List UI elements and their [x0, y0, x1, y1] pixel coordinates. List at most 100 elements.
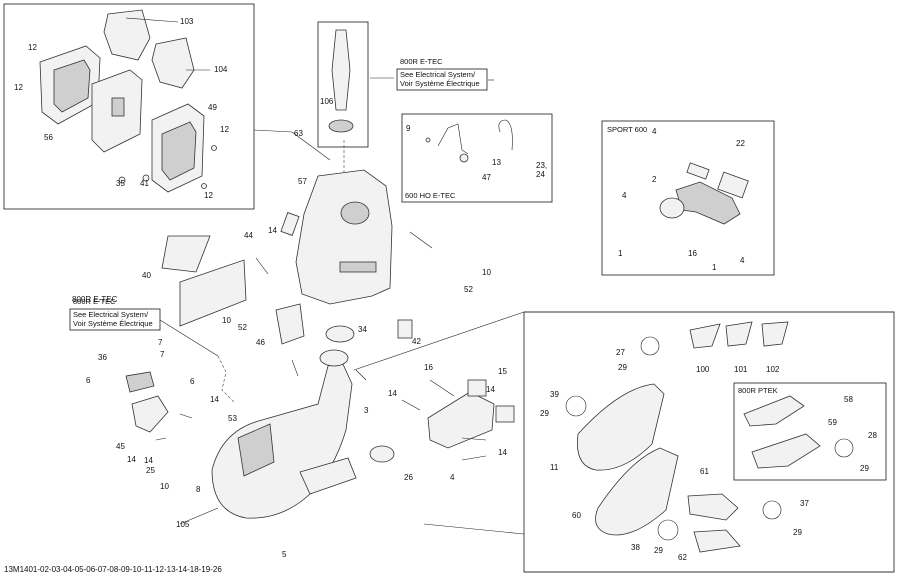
- callout-800R-E-TEC: 800R E-TEC: [72, 295, 118, 304]
- callout-16: 16: [424, 363, 433, 372]
- callout-1: 1: [618, 249, 623, 258]
- callout-25: 25: [146, 466, 155, 475]
- callout-49: 49: [208, 103, 217, 112]
- manifold-parts: [325, 319, 515, 463]
- note-box-top: [396, 68, 488, 91]
- callout-57: 57: [298, 177, 307, 186]
- leader-lines: [125, 17, 525, 535]
- callout-52: 52: [464, 285, 473, 294]
- callout-29: 29: [793, 528, 802, 537]
- callout-103: 103: [180, 17, 194, 26]
- note-left-title: 800R E-TEC: [73, 297, 116, 306]
- callout-42: 42: [412, 337, 421, 346]
- callout-11: 11: [550, 463, 559, 472]
- callout-14: 14: [388, 389, 397, 398]
- callout-9: 9: [406, 124, 411, 133]
- callout-100: 100: [696, 365, 710, 374]
- note-top-line2: Voir Système Électrique: [400, 79, 480, 88]
- callout-4: 4: [622, 191, 627, 200]
- callout-52: 52: [238, 323, 247, 332]
- callout-4: 4: [652, 127, 657, 136]
- callout-1: 1: [712, 263, 717, 272]
- ptek-inset-frame: [733, 382, 887, 481]
- callout-8: 8: [196, 485, 201, 494]
- callout-56: 56: [44, 133, 53, 142]
- callout-101: 101: [734, 365, 748, 374]
- pipe-inset-frame: [523, 311, 895, 573]
- callout-6: 6: [190, 377, 195, 386]
- airbox-assembly: [39, 9, 217, 193]
- callout-45: 45: [116, 442, 125, 451]
- callout-58: 58: [844, 395, 853, 404]
- ho-etec-parts: [425, 119, 513, 163]
- sport-600-parts: [659, 162, 749, 225]
- callout-29: 29: [860, 464, 869, 473]
- callout-36: 36: [98, 353, 107, 362]
- callout-38: 38: [631, 543, 640, 552]
- callout-102: 102: [766, 365, 780, 374]
- callout-22: 22: [736, 139, 745, 148]
- callout-14: 14: [498, 448, 507, 457]
- label-sport-600: SPORT 600: [607, 125, 647, 134]
- callout-5: 5: [282, 550, 287, 559]
- callout-39: 39: [550, 390, 559, 399]
- callout-line: 24: [536, 170, 545, 179]
- tuned-pipe: [211, 349, 357, 519]
- callout-13: 13: [492, 158, 501, 167]
- callout-2: 2: [652, 175, 657, 184]
- callout-4: 4: [740, 256, 745, 265]
- callout-105: 105: [176, 520, 190, 529]
- callout-14: 14: [268, 226, 277, 235]
- callout-104: 104: [214, 65, 228, 74]
- callout-106: 106: [320, 97, 334, 106]
- callout-12: 12: [204, 191, 213, 200]
- callout-41: 41: [140, 179, 149, 188]
- note-left-line2: Voir Système Électrique: [73, 319, 153, 328]
- callout-26: 26: [404, 473, 413, 482]
- callout-4: 4: [450, 473, 455, 482]
- note-top-line1: See Electrical System/: [400, 70, 476, 79]
- callout-29: 29: [654, 546, 663, 555]
- callout-14: 14: [210, 395, 219, 404]
- callout-7: 7: [160, 350, 165, 359]
- callout-14: 14: [486, 385, 495, 394]
- callout-3: 3: [364, 406, 369, 415]
- ho-etec-inset-frame: [401, 113, 553, 203]
- callout-37: 37: [800, 499, 809, 508]
- callout-14: 14: [127, 455, 136, 464]
- callout-14: 14: [144, 456, 153, 465]
- callout-28: 28: [868, 431, 877, 440]
- airbox-inset-frame: [3, 3, 255, 210]
- callout-12: 12: [220, 125, 229, 134]
- callout-60: 60: [572, 511, 581, 520]
- callout-10: 10: [482, 268, 491, 277]
- callout-12: 12: [28, 43, 37, 52]
- sensor-subframe: [317, 21, 369, 148]
- callout-27: 27: [616, 348, 625, 357]
- left-bracket-parts: [125, 212, 487, 461]
- callout-47: 47: [482, 173, 491, 182]
- callout-29: 29: [618, 363, 627, 372]
- callout-10: 10: [160, 482, 169, 491]
- note-left-line1: See Electrical System/: [73, 310, 149, 319]
- footer-code: 13M1401-02-03-04-05-06-07-08-09-10-11-12…: [4, 565, 222, 574]
- callout-12: 12: [14, 83, 23, 92]
- callout-53: 53: [228, 414, 237, 423]
- callout-10: 10: [222, 316, 231, 325]
- callout-44: 44: [244, 231, 253, 240]
- callout-29: 29: [540, 409, 549, 418]
- label-ptek: 800R PTEK: [738, 386, 778, 395]
- note-box-left: [69, 308, 161, 331]
- callout-62: 62: [678, 553, 687, 562]
- callout-15: 15: [498, 367, 507, 376]
- pipe-inset-parts: [565, 321, 854, 553]
- label-ho-etec: 600 HO E-TEC: [405, 191, 456, 200]
- callout-6: 6: [86, 376, 91, 385]
- oil-tank-assembly: [295, 29, 393, 305]
- callout-40: 40: [142, 271, 151, 280]
- callout-23-24: 23,24: [536, 161, 547, 179]
- callout-61: 61: [700, 467, 709, 476]
- callout-63: 63: [294, 129, 303, 138]
